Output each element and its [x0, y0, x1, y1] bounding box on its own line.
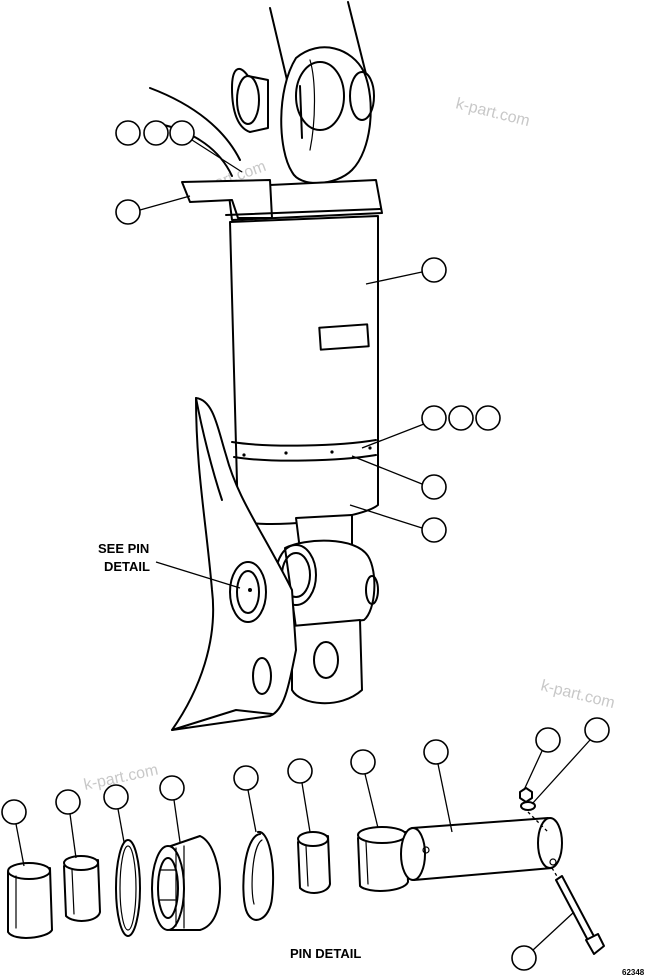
- snap-ring: [115, 839, 141, 937]
- callout-circle: [115, 199, 141, 225]
- callout-circle: [103, 784, 129, 810]
- figure-code: 62348: [622, 968, 645, 977]
- bushing-2: [297, 831, 331, 894]
- callout-circle: [350, 749, 376, 775]
- callout-circle: [169, 120, 195, 146]
- callout-circle: [1, 799, 27, 825]
- pin-detail-caption: PIN DETAIL: [290, 946, 361, 961]
- upper-arm: [149, 1, 375, 185]
- callout-circle: [287, 758, 313, 784]
- callout-circle: [115, 120, 141, 146]
- nut-and-washer: [519, 787, 536, 811]
- sleeve: [7, 862, 53, 939]
- callout-circle: [143, 120, 169, 146]
- name-plate: [318, 323, 370, 351]
- snap-ring-2: [242, 831, 274, 921]
- watermark: k-part.com: [539, 677, 616, 712]
- callout-circle: [421, 474, 447, 500]
- callout-circle: [475, 405, 501, 431]
- upper-callouts: [115, 120, 501, 543]
- see-pin-detail-label: SEE PIN DETAIL: [98, 541, 241, 589]
- pin-detail-callouts: [1, 717, 610, 971]
- callout-circle: [421, 517, 447, 543]
- cylinder-body: [229, 215, 379, 525]
- top-clamp: [181, 179, 383, 221]
- callout-circle: [421, 405, 447, 431]
- pin: [400, 817, 563, 881]
- pin-detail-parts: [7, 787, 605, 955]
- callout-circle: [423, 739, 449, 765]
- sleeve-2: [357, 826, 409, 892]
- callout-circle: [584, 717, 610, 743]
- callout-circle: [448, 405, 474, 431]
- callout-circle: [233, 765, 259, 791]
- watermark: k-part.com: [454, 95, 531, 130]
- callout-circle: [511, 945, 537, 971]
- spherical-bearing: [151, 835, 221, 931]
- bushing: [63, 855, 101, 922]
- callout-circle: [421, 257, 447, 283]
- callout-circle: [535, 727, 561, 753]
- bolt: [555, 875, 605, 955]
- see-pin-line-1: SEE PIN: [98, 541, 149, 556]
- shank-plate: [171, 397, 297, 731]
- callout-circle: [55, 789, 81, 815]
- callout-circle: [159, 775, 185, 801]
- see-pin-line-2: DETAIL: [104, 559, 150, 574]
